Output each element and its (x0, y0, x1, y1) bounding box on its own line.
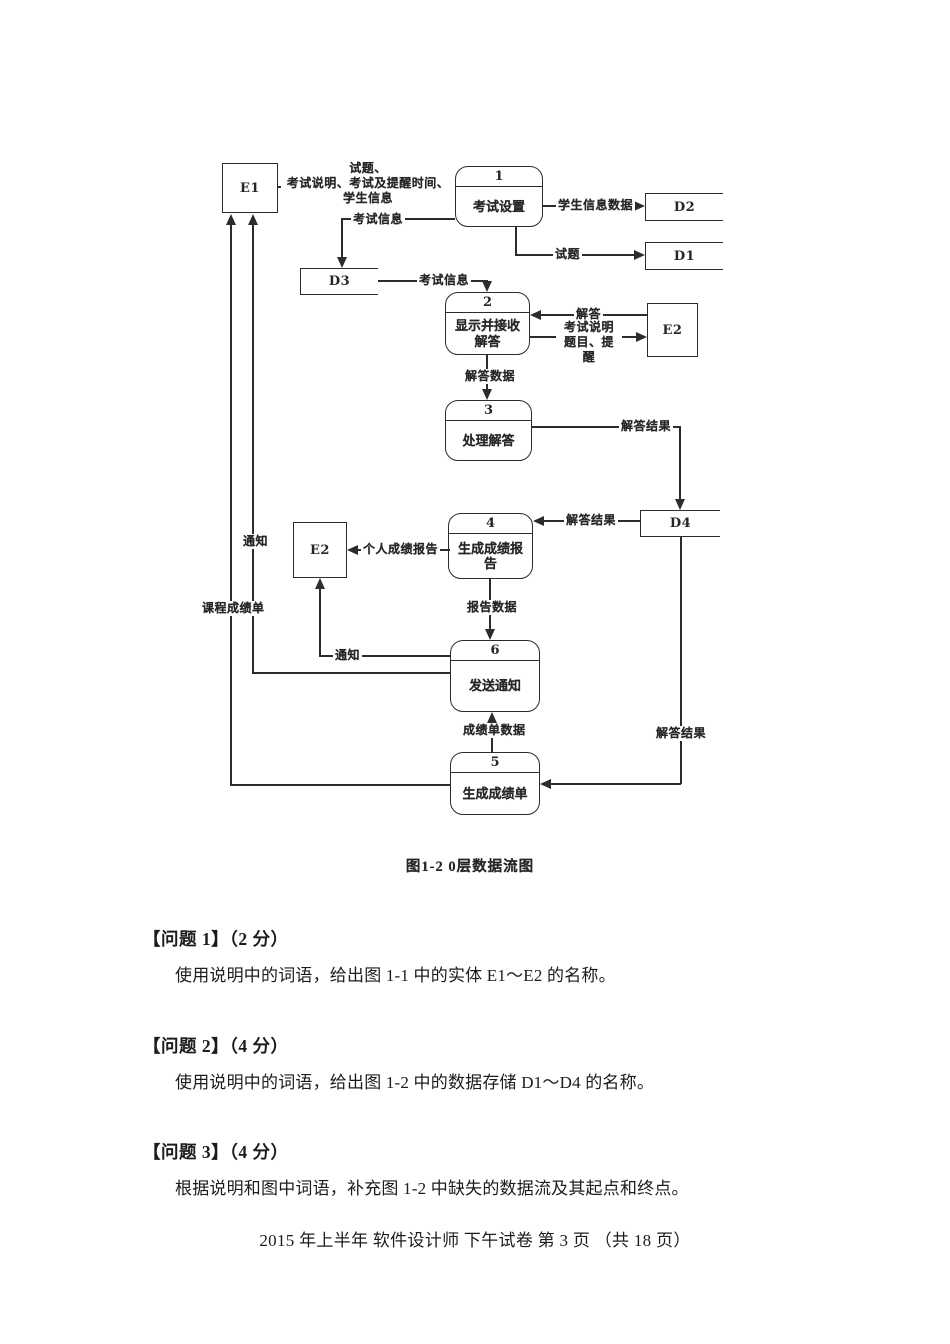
process-2-number: 2 (446, 293, 529, 313)
flow-label-d4-p4: 解答结果 (564, 513, 619, 528)
arrowhead-p5-p6 (487, 712, 497, 723)
entity-e1: E1 (222, 163, 278, 213)
flow-line-d4-p5-v (680, 537, 682, 784)
flow-line-p5-e1-h (231, 784, 450, 786)
store-d2-label: D2 (673, 199, 696, 215)
process-6-send-notice: 6 发送通知 (450, 640, 540, 712)
arrowhead-e2-p2 (530, 310, 541, 320)
process-5-name: 生成成绩单 (462, 785, 528, 801)
store-d1: D1 (645, 242, 723, 270)
process-6-name: 发送通知 (468, 678, 521, 694)
flow-label-p5-p6: 成绩单数据 (461, 723, 528, 738)
question-1-heading: 【问题 1】（2 分） (143, 929, 289, 949)
store-d1-label: D1 (673, 248, 696, 264)
store-d2: D2 (645, 193, 723, 221)
entity-e2-top: E2 (647, 303, 698, 357)
process-2-display-receive: 2 显示并接收解答 (445, 292, 530, 355)
arrowhead-p2-e2 (636, 332, 647, 342)
arrowhead-p4-e2 (347, 545, 358, 555)
arrowhead-p6-e2 (315, 578, 325, 589)
flow-line-p6-e2-v (319, 588, 321, 656)
flow-label-e2-p2: 解答 (574, 307, 604, 322)
arrowhead-d4-p4 (533, 516, 544, 526)
arrowhead-p2-p3 (482, 389, 492, 400)
store-d4: D4 (640, 510, 720, 537)
flow-label-e1-p1: 试题、 考试说明、考试及提醒时间、 学生信息 (281, 161, 455, 206)
process-3-handle-answer: 3 处理解答 (445, 400, 532, 461)
flow-line-p6-e2-h (319, 655, 450, 657)
process-4-number: 4 (449, 514, 532, 534)
flow-line-p6-e1-h (253, 672, 450, 674)
flow-label-p5-e1: 课程成绩单 (200, 601, 267, 616)
page-footer: 2015 年上半年 软件设计师 下午试卷 第 3 页 （共 18 页） (259, 1231, 691, 1250)
flow-line-p3-d4-h (532, 426, 680, 428)
arrowhead-d4-p5 (540, 779, 551, 789)
flow-line-p6-e1-v (252, 225, 254, 674)
flow-line-d4-p5-h (551, 783, 681, 785)
arrowhead-p1-d1 (634, 250, 645, 260)
entity-e1-label: E1 (240, 180, 260, 196)
process-1-exam-setup: 1 考试设置 (455, 166, 543, 227)
flow-line-p1-d3-v (341, 218, 343, 258)
arrowhead-p1-d3 (337, 257, 347, 268)
store-d3: D3 (300, 268, 378, 295)
arrowhead-p4-p6 (485, 629, 495, 640)
question-2-heading: 【问题 2】（4 分） (143, 1036, 289, 1056)
arrowhead-p5-e1 (226, 214, 236, 225)
question-1-body: 使用说明中的词语，给出图 1-1 中的实体 E1～E2 的名称。 (175, 966, 616, 985)
store-d3-label: D3 (328, 274, 351, 289)
flow-line-p5-e1-v (230, 225, 232, 786)
question-3-heading: 【问题 3】（4 分） (143, 1142, 289, 1162)
process-4-score-report: 4 生成成绩报告 (448, 513, 533, 579)
process-5-number: 5 (451, 753, 539, 773)
process-3-number: 3 (446, 401, 531, 421)
arrowhead-p3-d4 (675, 499, 685, 510)
flow-label-p4-p6: 报告数据 (465, 600, 520, 615)
arrowhead-p1-d2 (634, 201, 645, 211)
process-5-transcript: 5 生成成绩单 (450, 752, 540, 815)
figure-caption: 图1-2 0层数据流图 (405, 859, 535, 875)
store-d4-label: D4 (669, 516, 692, 531)
flow-label-p6-e1: 通知 (241, 534, 271, 549)
process-2-name: 显示并接收解答 (454, 318, 520, 349)
flow-label-p3-d4: 解答结果 (619, 419, 674, 434)
flow-label-p2-p3: 解答数据 (463, 369, 518, 384)
process-1-name: 考试设置 (472, 198, 525, 214)
flow-label-p4-e2: 个人成绩报告 (361, 542, 441, 557)
question-3-body: 根据说明和图中词语，补充图 1-2 中缺失的数据流及其起点和终点。 (175, 1179, 689, 1198)
process-4-name: 生成成绩报告 (457, 540, 523, 571)
flow-label-p1-d3: 考试信息 (351, 212, 406, 227)
entity-e2-top-label: E2 (662, 322, 683, 338)
process-3-name: 处理解答 (462, 432, 515, 448)
flow-line-p3-d4-v (679, 426, 681, 500)
flow-label-d4-p5: 解答结果 (654, 726, 709, 741)
flow-label-p2-e2: 考试说明 题目、提醒 (556, 320, 622, 365)
arrowhead-d3-p2 (482, 281, 492, 292)
flow-label-p1-d2: 学生信息数据 (556, 198, 636, 213)
entity-e2-side-label: E2 (310, 542, 330, 558)
flow-label-d3-p2: 考试信息 (417, 273, 472, 288)
flow-line-p1-d1-v (515, 227, 517, 255)
question-2-body: 使用说明中的词语，给出图 1-2 中的数据存储 D1～D4 的名称。 (175, 1073, 655, 1092)
arrowhead-p6-e1 (248, 214, 258, 225)
entity-e2-side: E2 (293, 522, 347, 578)
process-1-number: 1 (456, 167, 542, 187)
dfd-figure: E1 E2 E2 D2 D1 D3 D4 1 考试设置 2 显示并接收解答 3 … (200, 161, 723, 875)
flow-label-p6-e2: 通知 (333, 648, 363, 663)
process-6-number: 6 (451, 641, 539, 661)
flow-label-p1-d1: 试题 (553, 247, 583, 262)
